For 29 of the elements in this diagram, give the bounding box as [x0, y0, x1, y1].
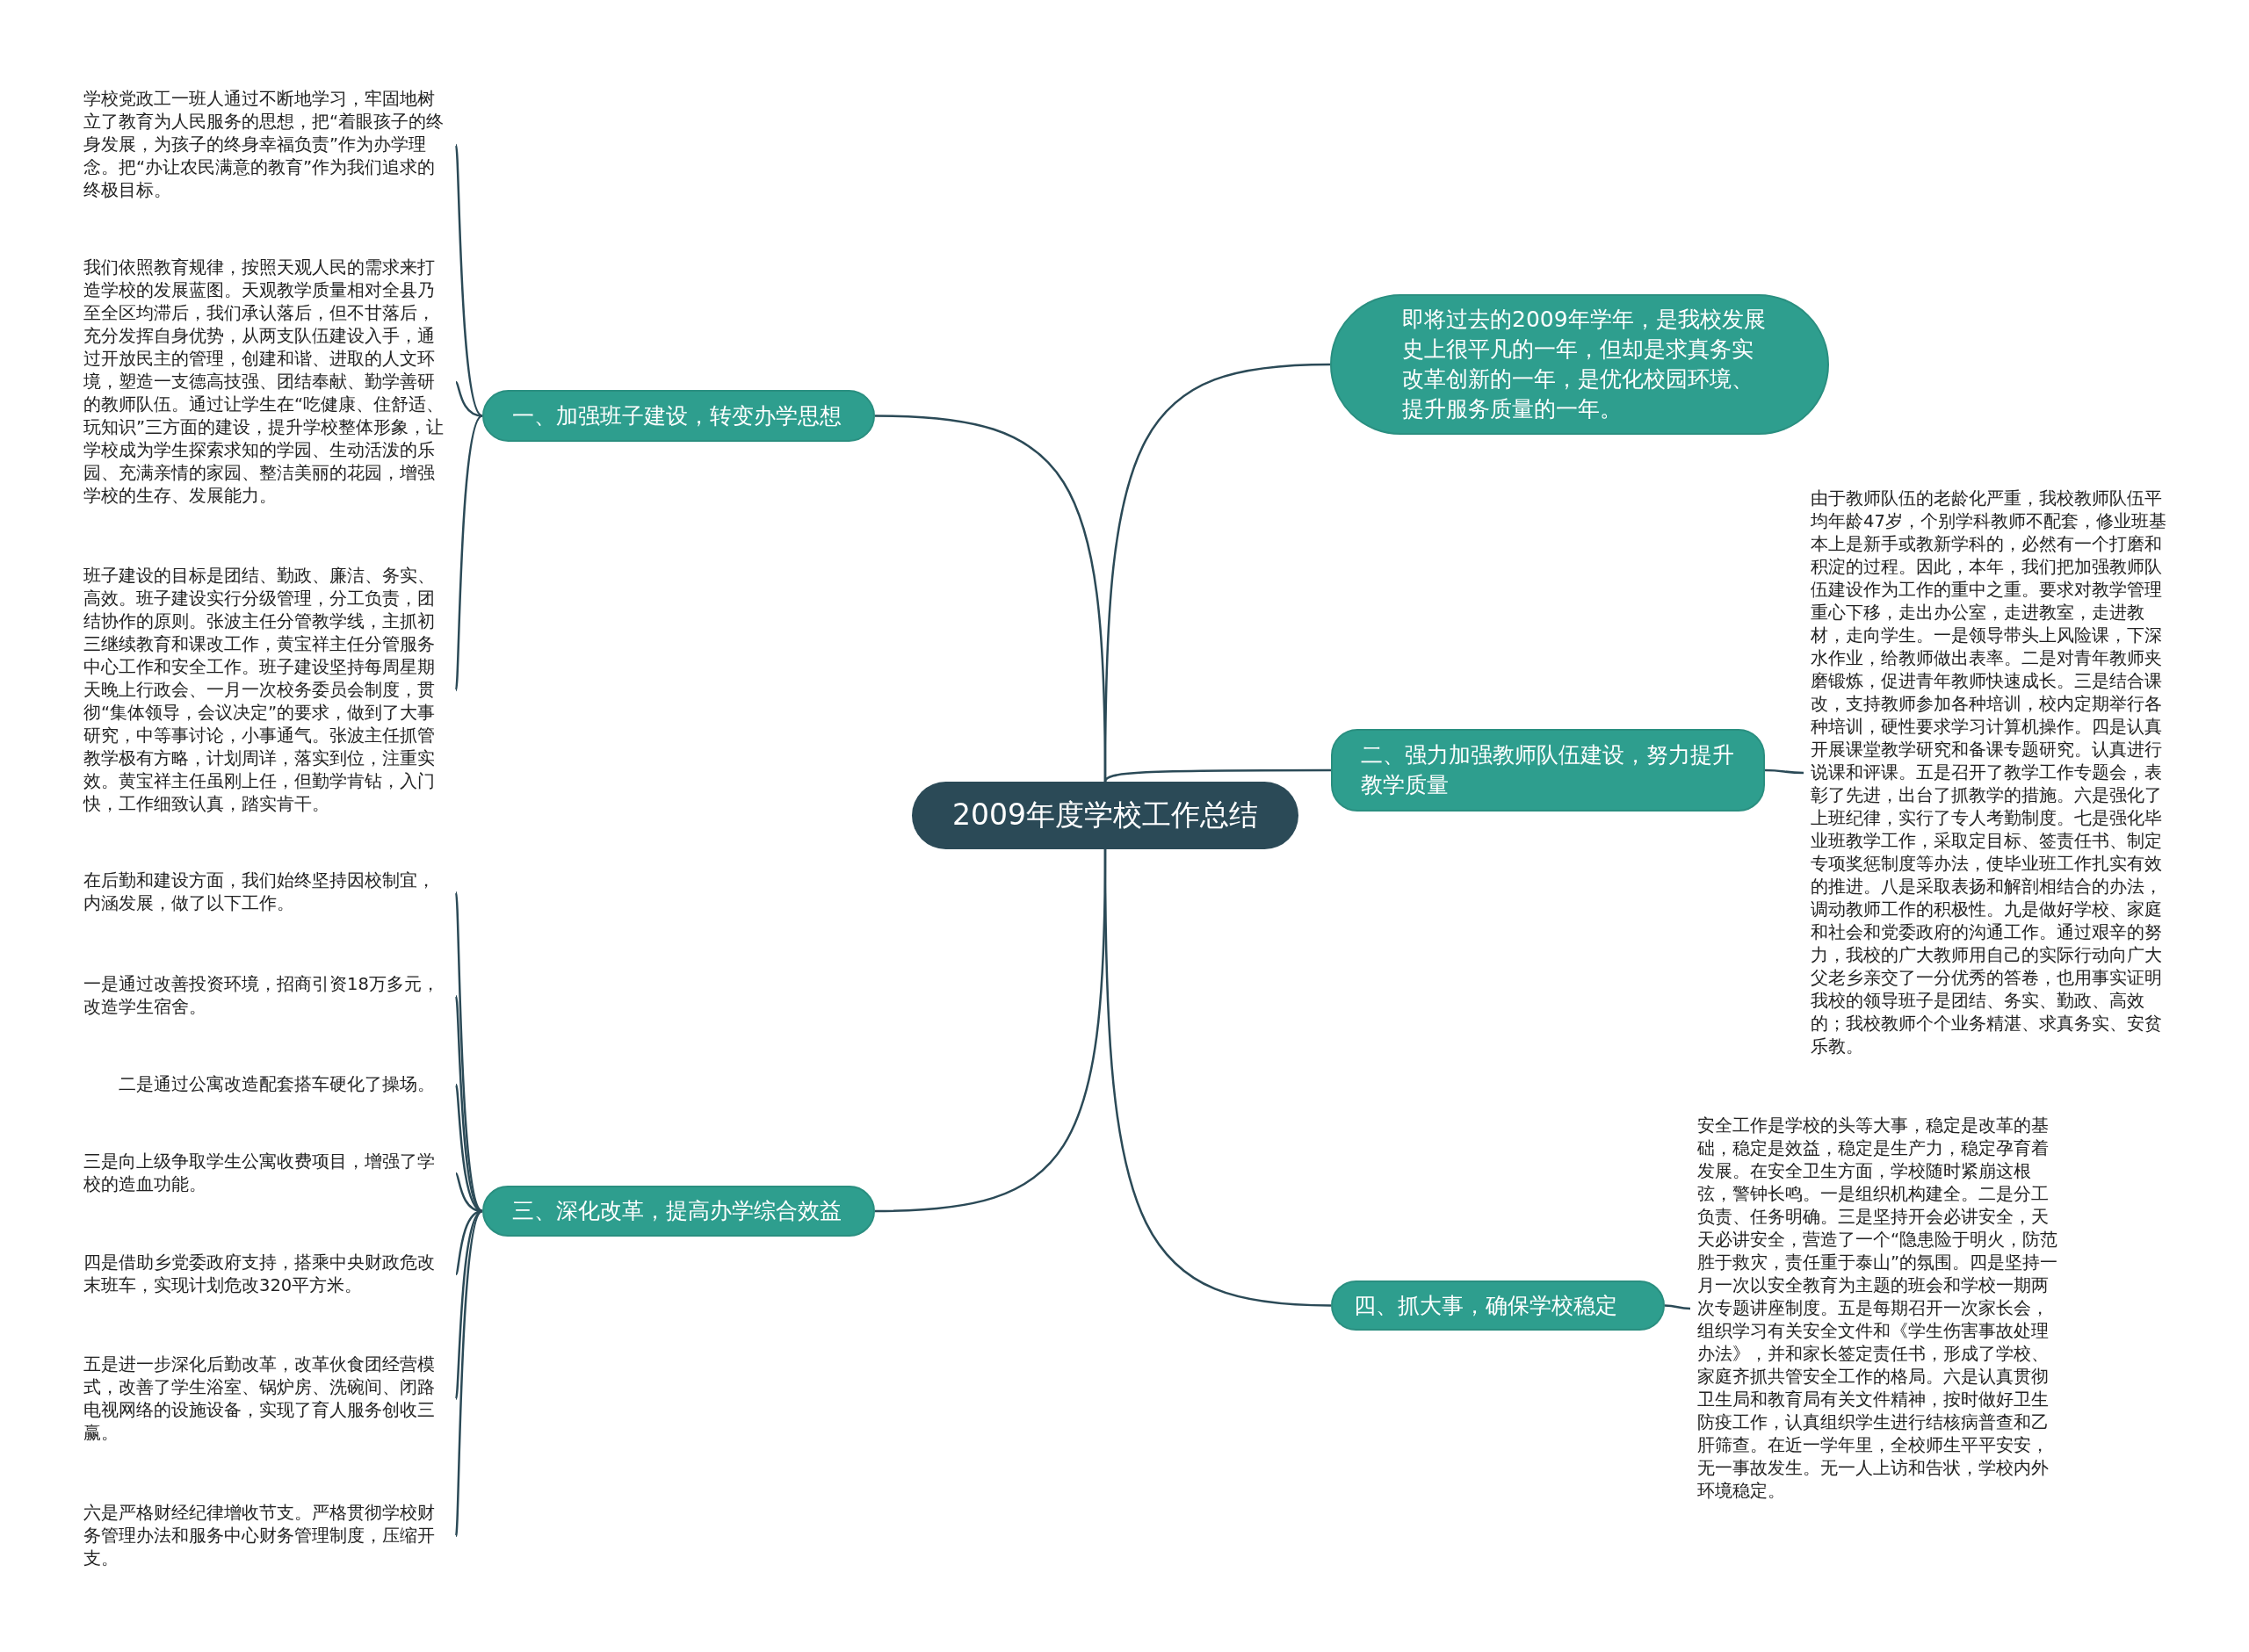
- topic-pill: 四、抓大事，确保学校稳定: [1331, 1280, 1665, 1331]
- note-text: 安全工作是学校的头等大事，稳定是改革的基础，稳定是效益，稳定是生产力，稳定孕育着发展。在安全卫生方面，学校随时紧崩这根弦，警钟长鸣。一是组织机构建全。二是分工负责、任务明确。三是坚持开会必讲安全，天天必讲安全，营造了一个“隐患险于明火，防范胜于救灾，责任重于泰山”的氛围。四是坚持一月一次以安全教育为主题的班会和学校一期两次专题讲座制度。五是每期召开一次家长会，组织学习有关安全文件和《学生伤害事故处理办法》，并和家长签定责任书，形成了学校、家庭齐抓共管安全工作的格局。六是认真贯彻卫生局和教育局有关文件精神，按时做好卫生防疫工作，认真组织学生进行结核病普查和乙肝筛查。在近一学年里，全校师生平平安安，无一事故发生。无一人上访和告状，学校内外环境稳定。: [1697, 1115, 2059, 1503]
- connector-line: [454, 415, 483, 691]
- topic-pill: 即将过去的2009年学年，是我校发展史上很平凡的一年，但却是求真务实改革创新的一年，是优化校园环境、提升服务质量的一年。: [1330, 294, 1829, 435]
- topic-pill: 一、加强班子建设，转变办学思想: [482, 390, 875, 442]
- connector-line: [1664, 1304, 1691, 1310]
- connector-line: [454, 891, 483, 1212]
- note-text: 五是进一步深化后勤改革，改革伙食团经营模式，改善了学生浴室、锅炉房、洗碗间、闭路电视网络的设施设备，实现了育人服务创收三赢。: [83, 1353, 447, 1445]
- note-text: 二是通过公寓改造配套搭车硬化了操场。: [83, 1073, 447, 1096]
- connector-line: [454, 144, 483, 417]
- connector-line: [454, 1210, 483, 1537]
- note-text: 班子建设的目标是团结、勤政、廉洁、务实、高效。班子建设实行分级管理，分工负责，团结协作的原则。张波主任分管教学线，主抓初三继续教育和课改工作，黄宝祥主任分管服务中心工作和安全工作。班子建设坚持每周星期天晚上行政会、一月一次校务委员会制度，贯彻“集体领导，会议决定”的要求，做到了大事研究，中等事讨论，小事通气。张波主任抓管教学极有方略，计划周详，落实到位，注重实效。黄宝祥主任虽刚上任，但勤学肯钻，入门快，工作细致认真，踏实肯干。: [83, 565, 447, 816]
- connector-line: [1103, 768, 1331, 783]
- note-text: 我们依照教育规律，按照天观人民的需求来打造学校的发展蓝图。天观教学质量相对全县乃至全区均滞后，我们承认落后，但不甘落后，充分发挥自身优势，从两支队伍建设入手，通过开放民主的管理，创建和谐、进取的人文环境，塑造一支德高技强、团结奉献、勤学善研的教师队伍。通过让学生在“吃健康、住舒适、玩知识”三方面的建设，提升学校整体形象，让学校成为学生探索求知的学园、生动活泼的乐园、充满亲情的家园、整洁美丽的花园，增强学校的生存、发展能力。: [83, 256, 447, 508]
- topic-pill: 三、深化改革，提高办学综合效益: [482, 1186, 875, 1237]
- note-text: 六是严格财经纪律增收节支。严格贯彻学校财务管理办法和服务中心财务管理制度，压缩开支。: [83, 1502, 447, 1570]
- topic-pill: 二、强力加强教师队伍建设，努力提升教学质量: [1331, 729, 1765, 812]
- connector-line: [1103, 849, 1332, 1307]
- note-text: 学校党政工一班人通过不断地学习，牢固地树立了教育为人民服务的思想，把“着眼孩子的终身发展，为孩子的终身幸福负责”作为办学理念。把“办让农民满意的教育”作为我们追求的终极目标。: [83, 88, 447, 202]
- note-text: 四是借助乡党委政府支持，搭乘中央财政危改末班车，实现计划危改320平方米。: [83, 1252, 447, 1297]
- connector-line: [874, 415, 1107, 782]
- connector-line: [1765, 768, 1804, 775]
- connector-line: [454, 381, 483, 417]
- central-topic: 2009年度学校工作总结: [912, 782, 1298, 849]
- note-text: 一是通过改善投资环境，招商引资18万多元，改造学生宿舍。: [83, 973, 447, 1019]
- note-text: 由于教师队伍的老龄化严重，我校教师队伍平均年龄47岁，个别学科教师不配套，修业班基本上是新手或教新学科的，必然有一个打磨和积淀的过程。因此，本年，我们把加强教师队伍建设作为工作的重中之重。要求对教学管理重心下移，走出办公室，走进教室，走进教材，走向学生。一是领导带头上风险课，下深水作业，给教师做出表率。二是对青年教师夹磨锻炼，促进青年教师快速成长。三是结合课改，支持教师参加各种培训，校内定期举行各种培训，硬性要求学习计算机操作。四是认真开展课堂教学研究和备课专题研究。认真进行说课和评课。五是召开了教学工作专题会，表彰了先进，出台了抓教学的措施。六是强化了上班纪律，实行了专人考勤制度。七是强化毕业班教学工作，采取定目标、签责任书、制定专项奖惩制度等办法，使毕业班工作扎实有效的推进。八是采取表扬和解剖相结合的办法，调动教师工作的积极性。九是做好学校、家庭和社会和党委政府的沟通工作。通过艰辛的努力，我校的广大教师用自己的实际行动向广大父老乡亲交了一分优秀的答卷，也用事实证明我校的领导班子是团结、务实、勤政、高效的；我校教师个个业务精湛、求真务实、安贫乐教。: [1811, 487, 2174, 1058]
- note-text: 三是向上级争取学生公寓收费项目，增强了学校的造血功能。: [83, 1151, 447, 1196]
- connector-line: [454, 1209, 483, 1400]
- note-text: 在后勤和建设方面，我们始终坚持因校制宜，内涵发展，做了以下工作。: [83, 869, 447, 915]
